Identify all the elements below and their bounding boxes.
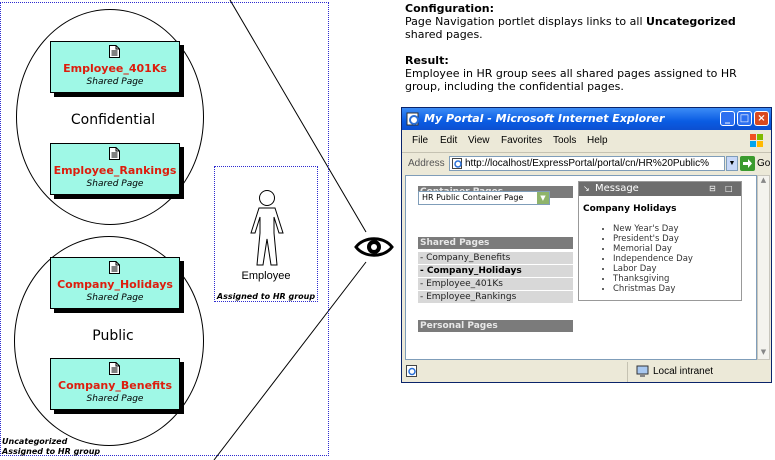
page-name: Employee_401Ks bbox=[63, 62, 167, 75]
page-type: Shared Page bbox=[86, 77, 144, 87]
close-button[interactable]: × bbox=[754, 111, 769, 126]
address-dropdown-button[interactable]: ▼ bbox=[726, 156, 738, 171]
list-item: Independence Day bbox=[613, 254, 693, 264]
document-icon bbox=[109, 147, 120, 160]
page-type: Shared Page bbox=[86, 293, 144, 303]
uncategorized-group bbox=[0, 2, 329, 456]
address-label: Address bbox=[408, 158, 445, 169]
page-type: Shared Page bbox=[86, 394, 144, 404]
status-divider bbox=[627, 362, 628, 382]
ie-page-icon bbox=[406, 112, 419, 126]
page-card-company-benefits: Company_Benefits Shared Page bbox=[50, 358, 180, 410]
menu-view[interactable]: View bbox=[468, 135, 490, 146]
shared-page-employee-401ks[interactable]: - Employee_401Ks bbox=[418, 278, 573, 290]
message-heading: Company Holidays bbox=[583, 204, 677, 214]
employee-box: Employee Assigned to HR group bbox=[214, 166, 318, 302]
list-item: Christmas Day bbox=[613, 284, 693, 294]
configuration-block: Configuration: Page Navigation portlet d… bbox=[405, 2, 770, 41]
holiday-list: New Year's Day President's Day Memorial … bbox=[583, 224, 693, 294]
person-icon bbox=[250, 190, 284, 266]
status-bar: Local intranet bbox=[402, 362, 771, 382]
ie-page-icon bbox=[452, 158, 462, 169]
page-name: Employee_Rankings bbox=[53, 164, 177, 177]
list-item: Labor Day bbox=[613, 264, 693, 274]
shared-page-employee-rankings[interactable]: - Employee_Rankings bbox=[418, 291, 573, 303]
address-input[interactable]: http://localhost/ExpressPortal/portal/cn… bbox=[449, 156, 725, 171]
zoom-line-top bbox=[229, 0, 367, 233]
collapse-icon[interactable]: ↘ bbox=[583, 184, 590, 193]
shared-page-company-holidays[interactable]: - Company_Holidays bbox=[418, 265, 573, 277]
page-content: Container Pages HR Public Container Page… bbox=[405, 175, 757, 360]
message-portlet-header: ↘ Message ⊟ □ bbox=[579, 182, 741, 196]
menu-favorites[interactable]: Favorites bbox=[501, 135, 543, 146]
zone-label: Local intranet bbox=[653, 366, 714, 377]
result-text: Employee in HR group sees all shared pag… bbox=[405, 67, 737, 93]
go-button[interactable]: Go bbox=[757, 158, 771, 169]
scroll-up-arrow[interactable]: ▲ bbox=[760, 176, 767, 184]
chevron-down-icon[interactable]: ▼ bbox=[537, 192, 549, 204]
address-bar: Address http://localhost/ExpressPortal/p… bbox=[402, 152, 771, 175]
message-body: Company Holidays New Year's Day Presiden… bbox=[583, 204, 693, 294]
public-label: Public bbox=[92, 328, 134, 344]
document-icon bbox=[109, 362, 120, 375]
page-card-employee-401ks: Employee_401Ks Shared Page bbox=[50, 41, 180, 93]
scroll-down-arrow[interactable]: ▼ bbox=[760, 348, 767, 356]
page-card-company-holidays: Company_Holidays Shared Page bbox=[50, 257, 180, 309]
browser-window: My Portal - Microsoft Internet Explorer … bbox=[401, 107, 772, 383]
menu-file[interactable]: File bbox=[412, 135, 429, 146]
go-arrow-icon[interactable] bbox=[740, 156, 755, 171]
page-name: Company_Holidays bbox=[57, 278, 173, 291]
configuration-heading: Configuration bbox=[405, 2, 490, 15]
list-item: Memorial Day bbox=[613, 244, 693, 254]
page-card-employee-rankings: Employee_Rankings Shared Page bbox=[50, 143, 180, 195]
configuration-text-part2: shared pages. bbox=[405, 28, 483, 41]
browser-title-bar: My Portal - Microsoft Internet Explorer … bbox=[402, 108, 771, 130]
menu-edit[interactable]: Edit bbox=[440, 135, 458, 146]
container-page-select[interactable]: HR Public Container Page ▼ bbox=[418, 191, 550, 205]
minimize-button[interactable]: _ bbox=[720, 111, 735, 126]
vertical-scrollbar[interactable]: ▲ ▼ bbox=[757, 175, 770, 360]
list-item: Thanksgiving bbox=[613, 274, 693, 284]
browser-menu-bar: File Edit View Favorites Tools Help bbox=[402, 130, 771, 151]
shared-pages-heading: Shared Pages bbox=[418, 237, 573, 249]
message-portlet: ↘ Message ⊟ □ Company Holidays New Year'… bbox=[578, 181, 742, 301]
windows-logo-icon bbox=[750, 134, 763, 147]
personal-pages-heading: Personal Pages bbox=[418, 320, 573, 332]
minimize-portlet-icon[interactable]: ⊟ bbox=[709, 184, 716, 193]
maximize-button[interactable]: □ bbox=[737, 111, 752, 126]
confidential-label: Confidential bbox=[70, 112, 156, 128]
employee-caption: Assigned to HR group bbox=[216, 292, 316, 301]
employee-label: Employee bbox=[241, 270, 291, 282]
container-page-selected: HR Public Container Page bbox=[422, 193, 524, 202]
group-caption-line1: Uncategorized bbox=[2, 437, 68, 446]
configuration-text-bold: Uncategorized bbox=[646, 15, 736, 28]
address-value: http://localhost/ExpressPortal/portal/cn… bbox=[465, 158, 710, 169]
document-icon bbox=[109, 261, 120, 274]
eye-icon bbox=[354, 237, 394, 257]
result-block: Result: Employee in HR group sees all sh… bbox=[405, 54, 770, 93]
zoom-line-bottom bbox=[213, 261, 367, 460]
configuration-text: Page Navigation portlet displays links t… bbox=[405, 15, 770, 41]
ie-page-icon bbox=[406, 365, 417, 377]
maximize-portlet-icon[interactable]: □ bbox=[725, 184, 733, 193]
shared-pages-list: - Company_Benefits - Company_Holidays - … bbox=[418, 252, 573, 304]
document-icon bbox=[109, 45, 120, 58]
group-caption-line2: Assigned to HR group bbox=[2, 447, 101, 456]
list-item: New Year's Day bbox=[613, 224, 693, 234]
group-caption: Uncategorized Assigned to HR group bbox=[2, 437, 100, 457]
public-circle bbox=[14, 236, 204, 446]
browser-title: My Portal - Microsoft Internet Explorer bbox=[424, 112, 665, 125]
shared-page-company-benefits[interactable]: - Company_Benefits bbox=[418, 252, 573, 264]
result-heading: Result bbox=[405, 54, 445, 67]
menu-help[interactable]: Help bbox=[587, 135, 608, 146]
menu-tools[interactable]: Tools bbox=[553, 135, 577, 146]
message-title: Message bbox=[595, 183, 639, 194]
confidential-circle bbox=[16, 9, 204, 225]
page-name: Company_Benefits bbox=[58, 379, 172, 392]
page-type: Shared Page bbox=[86, 179, 144, 189]
configuration-text-part1: Page Navigation portlet displays links t… bbox=[405, 15, 646, 28]
intranet-icon bbox=[636, 365, 649, 377]
list-item: President's Day bbox=[613, 234, 693, 244]
